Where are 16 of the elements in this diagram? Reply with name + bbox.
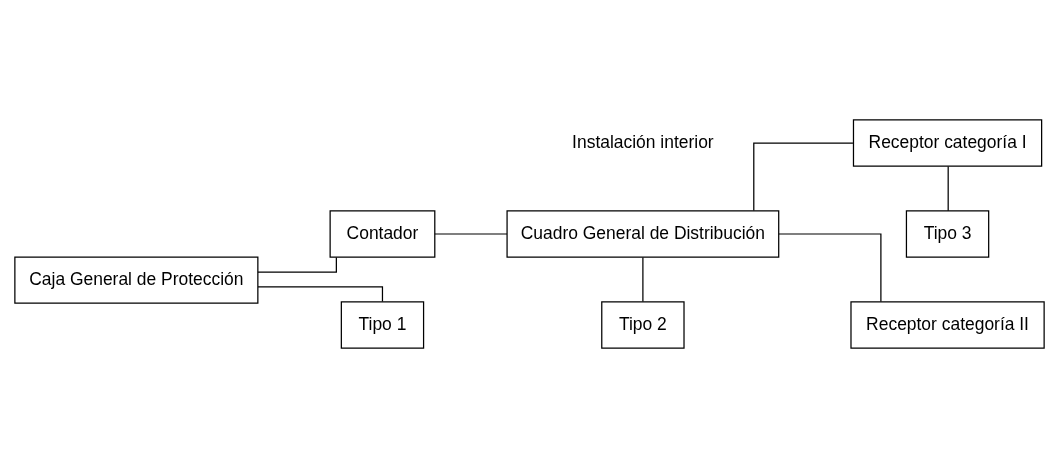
- node-box: Tipo 1: [340, 300, 425, 349]
- connector: [642, 256, 644, 302]
- node-box: Caja General de Protección: [14, 255, 259, 304]
- connector: [753, 141, 854, 211]
- label: Instalación interior: [572, 131, 714, 152]
- node-box: Receptor categoría I: [852, 118, 1043, 167]
- connector: [257, 285, 384, 302]
- node-box: Tipo 3: [905, 209, 990, 258]
- node-box: Cuadro General de Distribución: [506, 209, 780, 258]
- connector: [257, 256, 337, 273]
- connector: [778, 232, 882, 302]
- connector: [434, 232, 508, 235]
- node-box: Contador: [329, 209, 436, 258]
- node-box: Receptor categoría II: [850, 300, 1045, 349]
- node-box: Tipo 2: [601, 300, 685, 349]
- connector: [947, 165, 949, 211]
